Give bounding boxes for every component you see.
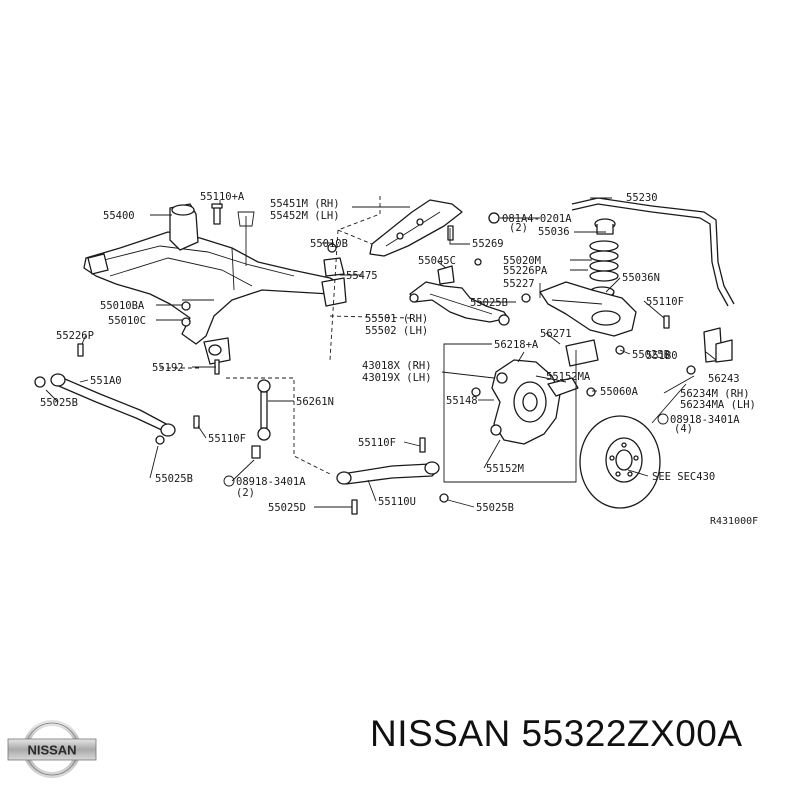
part-label: 55452M (LH) [270,210,340,222]
part-label: 56243 [708,373,740,385]
lower-spring-link [539,281,637,337]
part-label: 55400 [103,210,135,222]
part-label: 55020M [503,255,541,267]
leader-lines [45,196,717,508]
part-label: 55148 [446,395,478,407]
part-label: SEE SEC430 [652,471,715,483]
nissan-logo-text: NISSAN [27,743,76,758]
part-label: 55110F [646,296,684,308]
part-label: 55110F [358,437,396,449]
part-label: 55010B [310,238,348,250]
circled-b-marker [488,212,500,224]
circled-n-marker [657,413,669,425]
rear-toe-link [336,461,440,485]
brake-disc [579,415,661,509]
part-label: 55010BA [100,300,145,312]
part-label: 551A0 [90,375,122,387]
part-labels: 55110+A 55400 55451M (RH) 55452M (LH) 08… [40,191,758,527]
part-label: 43019X (LH) [362,372,432,384]
circled-n-marker [223,475,235,487]
axle-knuckle [490,339,599,445]
part-label: 55475 [346,270,378,282]
part-label: 56234M (RH) [680,388,750,400]
part-label: 55269 [472,238,504,250]
part-label: (4) [674,423,693,435]
part-label: 081A4-0201A [502,213,572,225]
part-label: 08918-3401A [670,414,740,426]
part-label: 55025B [470,297,508,309]
part-label: 55036N [622,272,660,284]
part-label: 55230 [626,192,658,204]
part-label: 55025B [40,397,78,409]
part-label: 55036 [538,226,570,238]
part-label: 55025B [476,502,514,514]
part-number-caption: NISSAN 55322ZX00A [370,713,743,754]
rear-subframe [83,203,347,365]
part-label: 55192 [152,362,184,374]
part-label: 55226P [56,330,94,342]
part-label: 55502 (LH) [365,325,428,337]
part-label: 56261N [296,396,334,408]
lateral-link [50,373,176,437]
part-label: 551B0 [646,350,678,362]
nissan-logo: NISSAN [6,720,98,778]
part-label: 08918-3401A [236,476,306,488]
upper-link-bracket [369,199,463,257]
part-label: 55110U [378,496,416,508]
part-label: 55451M (RH) [270,198,340,210]
part-label: 56271 [540,328,572,340]
part-label: 56218+A [494,339,539,351]
part-label: 55025D [268,502,306,514]
diagram-reference-code: R431000F [710,516,758,527]
stabilizer-connecting-rod [251,379,271,459]
part-label: 55152M [486,463,524,475]
upper-arm [409,265,510,326]
part-label: 55025B [632,349,670,361]
part-label: (2) [236,487,255,499]
part-label: 55045C [418,255,456,267]
part-label: 55227 [503,278,535,290]
part-label: 55226PA [503,265,548,277]
part-label: 55110+A [200,191,245,203]
part-label: 55025B [155,473,193,485]
coil-spring [589,218,619,301]
part-label: 55501 (RH) [365,313,428,325]
part-label: 55060A [600,386,639,398]
fasteners [34,203,696,515]
part-label: 55110F [208,433,246,445]
part-label: (2) [509,222,528,234]
part-label: 56234MA (LH) [680,399,756,411]
part-label: 55152MA [546,371,591,383]
part-label: 55010C [108,315,146,327]
nissan-logo-icon: NISSAN [7,720,97,778]
part-label: 43018X (RH) [362,360,432,372]
